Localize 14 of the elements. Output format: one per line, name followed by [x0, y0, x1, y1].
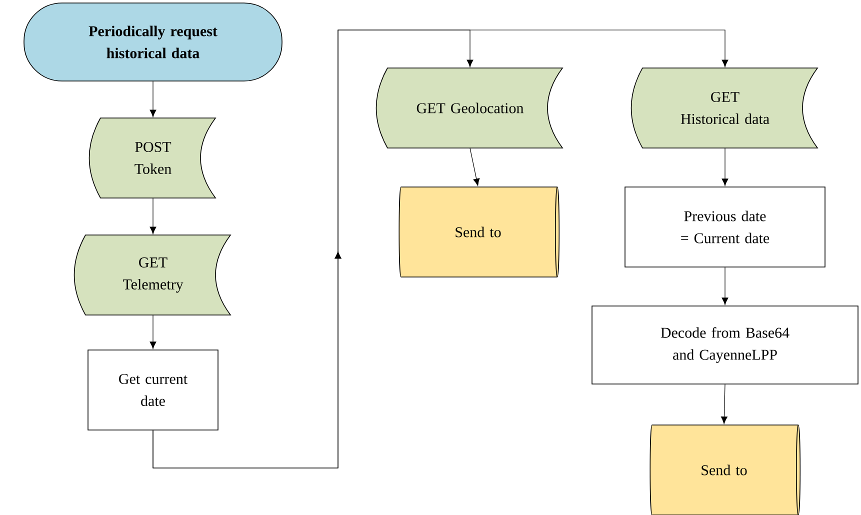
process-box: Previous date = Current date [624, 186, 826, 268]
start-terminal: Periodically request historical data [24, 2, 282, 82]
arrow [722, 267, 728, 305]
arrow [722, 148, 728, 186]
arrow [470, 148, 480, 186]
arrow [150, 314, 156, 349]
arrow [152, 30, 728, 468]
database-cylinder: Send to [398, 186, 560, 278]
arrow [150, 198, 156, 234]
database-cylinder: Send to [650, 424, 801, 515]
arrow [720, 384, 728, 424]
arrow [150, 81, 156, 118]
process-box: Decode from Base64 and CayenneLPP [592, 306, 858, 384]
process-box: Get current date [88, 350, 218, 430]
